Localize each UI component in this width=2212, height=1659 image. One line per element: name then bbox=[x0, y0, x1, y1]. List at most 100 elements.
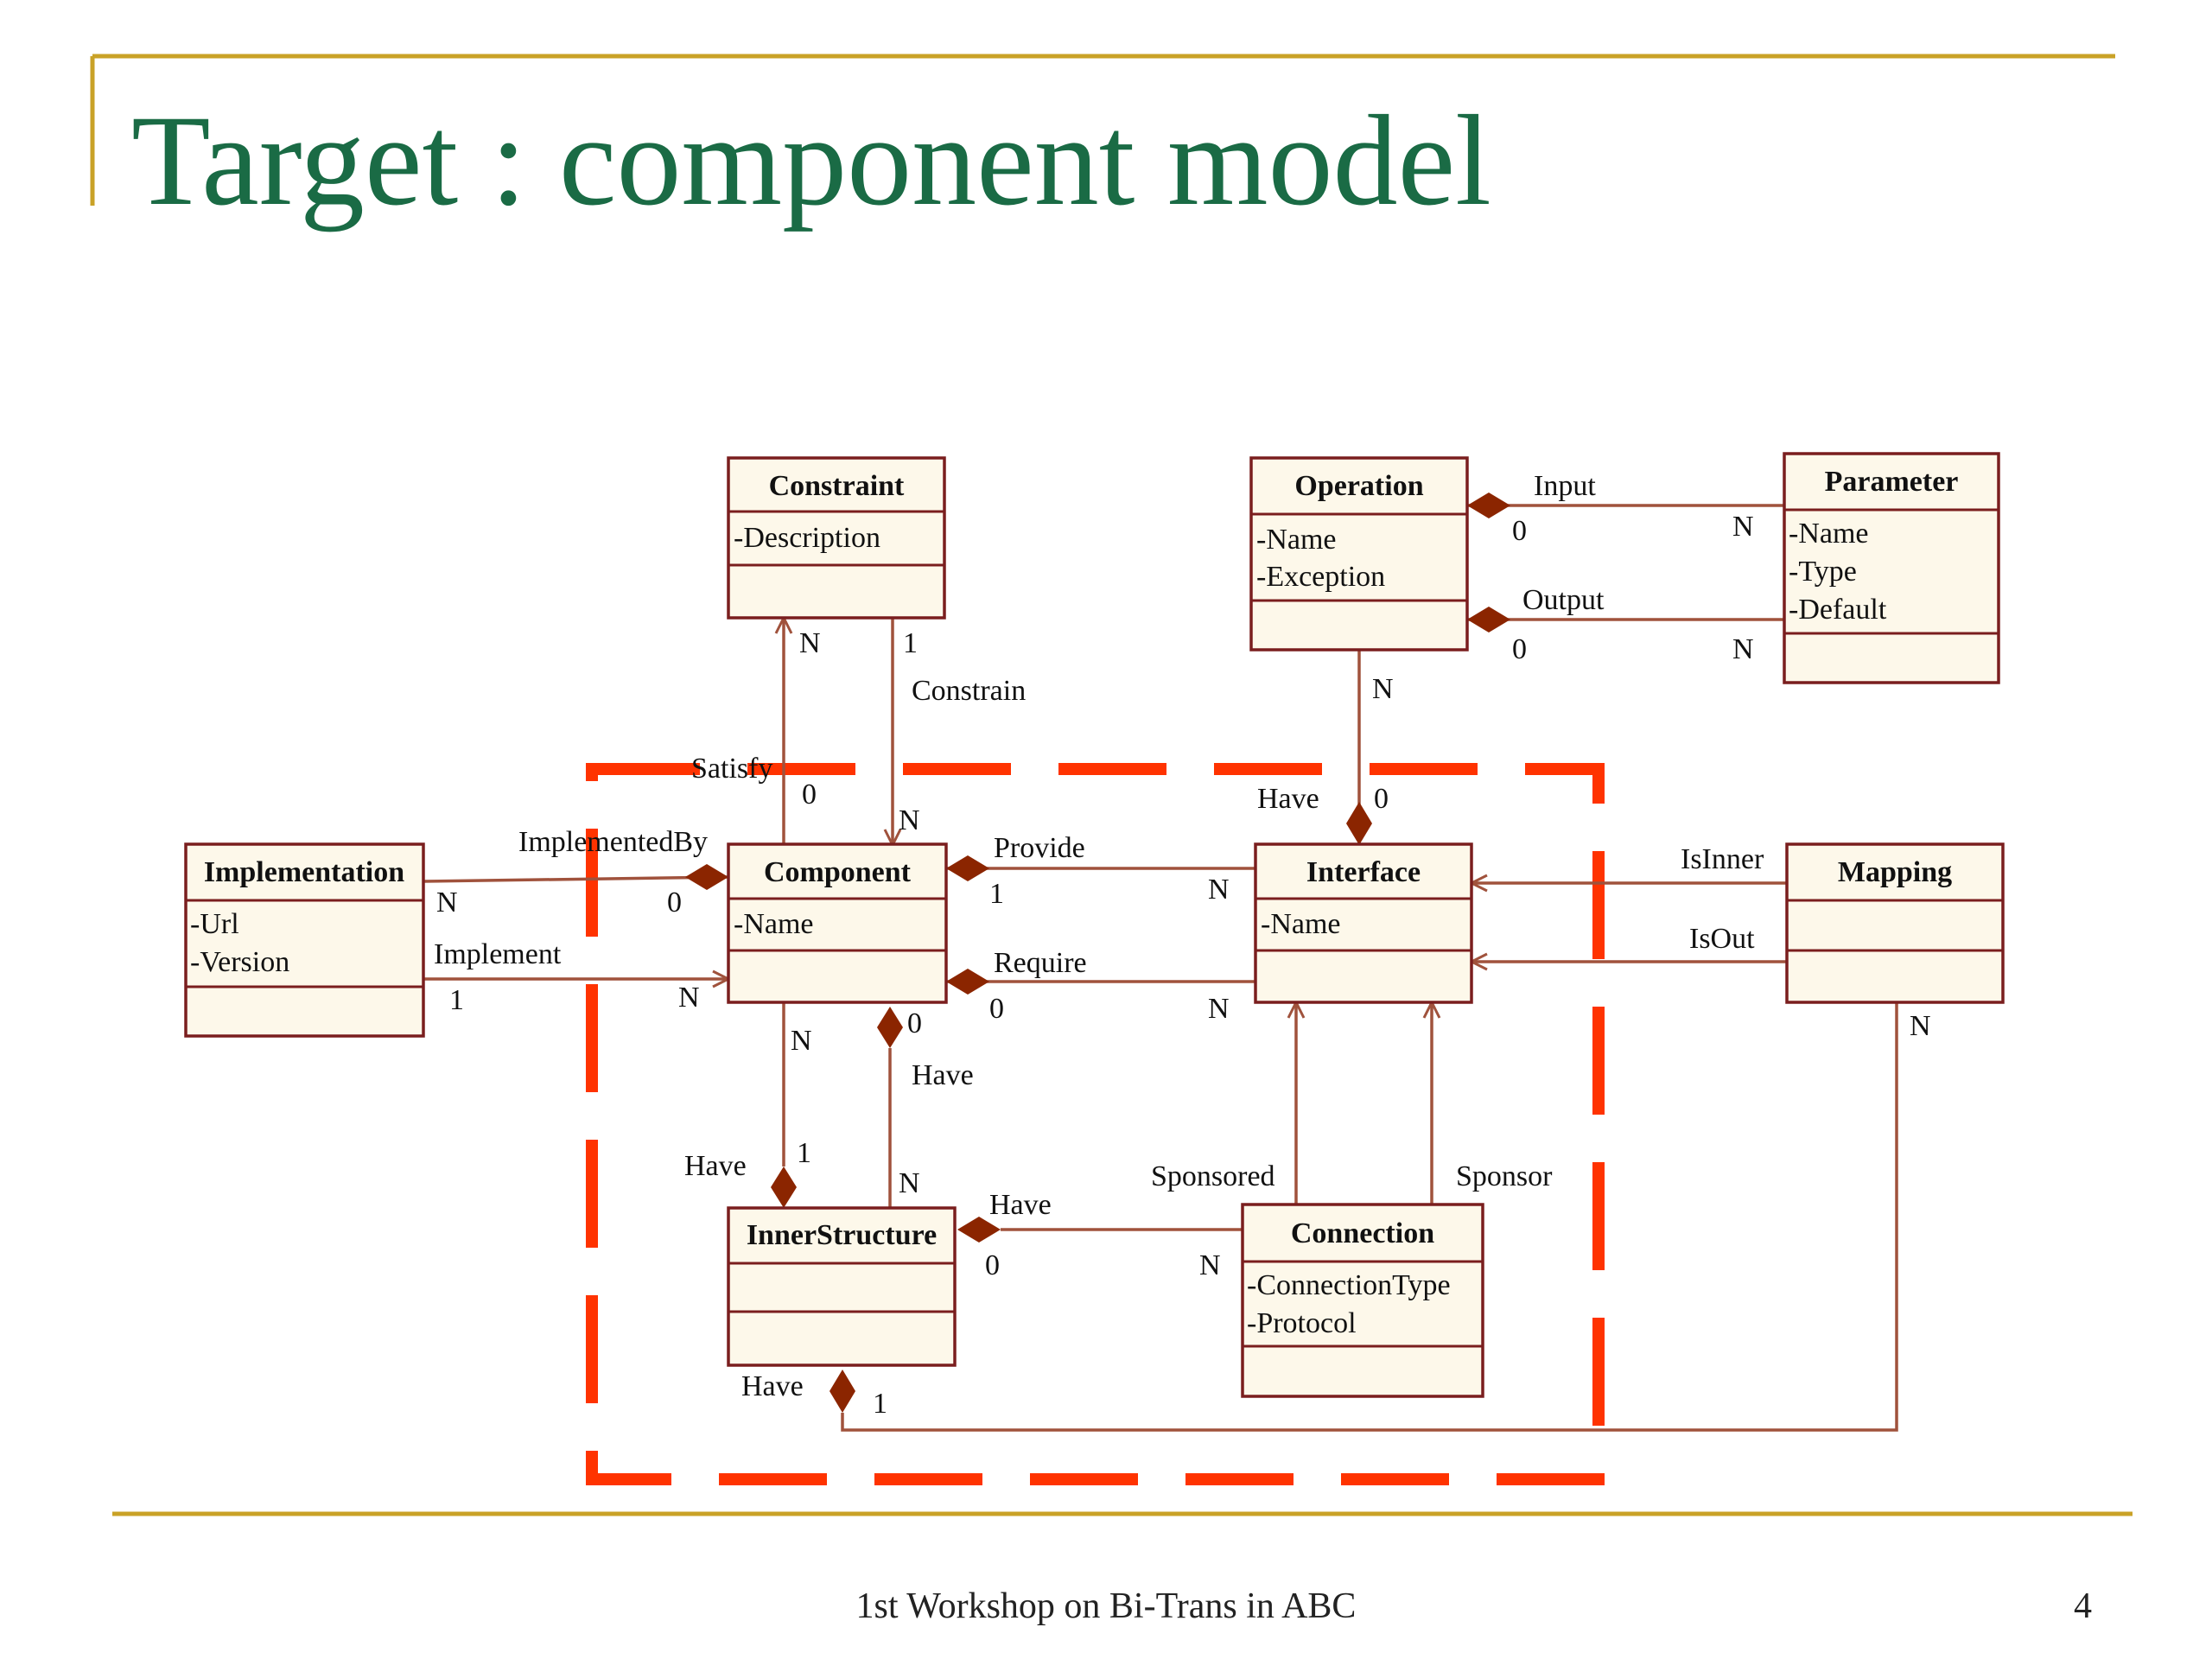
class-operation: Operation -Name -Exception bbox=[1249, 456, 1469, 652]
input-diamond-icon bbox=[1467, 493, 1510, 518]
class-box bbox=[1241, 1203, 1484, 1398]
class-attr: -Type bbox=[1789, 556, 1857, 588]
class-box bbox=[1783, 452, 2000, 684]
multiplicity: 0 bbox=[989, 993, 1004, 1025]
class-innerstructure: InnerStructure bbox=[727, 1206, 957, 1367]
multiplicity: N bbox=[678, 982, 700, 1014]
innerstructure-component-have-label: Have bbox=[684, 1150, 747, 1182]
class-box bbox=[727, 456, 946, 620]
class-attr: -Name bbox=[1789, 518, 1869, 550]
class-name: Operation bbox=[1294, 470, 1423, 502]
innerstructure-connection-have-diamond-icon bbox=[957, 1217, 1001, 1243]
class-attr: -Name bbox=[1256, 524, 1337, 556]
mapping-innerstructure-have-label: Have bbox=[741, 1370, 804, 1402]
class-interface: Interface -Name bbox=[1254, 842, 1473, 1004]
class-name: Component bbox=[764, 856, 912, 888]
class-box bbox=[727, 842, 948, 1004]
class-parameter: Parameter -Name -Type -Default bbox=[1783, 452, 2000, 684]
multiplicity: 1 bbox=[903, 627, 918, 659]
multiplicity: N bbox=[1732, 633, 1754, 665]
multiplicity: N bbox=[791, 1025, 812, 1057]
class-name: Parameter bbox=[1825, 466, 1959, 498]
multiplicity: 1 bbox=[989, 878, 1004, 910]
class-constraint: Constraint -Description bbox=[727, 456, 946, 620]
multiplicity: 1 bbox=[873, 1388, 887, 1420]
multiplicity: 0 bbox=[667, 887, 682, 918]
multiplicity: 0 bbox=[802, 779, 817, 810]
class-box bbox=[1249, 456, 1469, 652]
multiplicity: 1 bbox=[797, 1137, 811, 1169]
class-attr: -Version bbox=[190, 946, 289, 978]
multiplicity: N bbox=[1910, 1010, 1931, 1042]
class-attr: -Protocol bbox=[1247, 1307, 1357, 1339]
class-attr: -Url bbox=[190, 908, 239, 940]
class-box bbox=[1785, 842, 2005, 1004]
isinner-label: IsInner bbox=[1681, 843, 1764, 875]
multiplicity: N bbox=[1208, 874, 1230, 906]
require-label: Require bbox=[994, 947, 1087, 979]
multiplicity: 0 bbox=[985, 1249, 1000, 1281]
slide-title: Target : component model bbox=[131, 89, 1491, 232]
class-name: InnerStructure bbox=[747, 1219, 937, 1251]
multiplicity: 1 bbox=[449, 984, 464, 1016]
sponsored-label: Sponsored bbox=[1151, 1160, 1275, 1192]
require-diamond-icon bbox=[946, 969, 989, 995]
class-box bbox=[1254, 842, 1473, 1004]
implementedby-line bbox=[423, 875, 729, 883]
class-attr: -Exception bbox=[1256, 561, 1385, 593]
mapping-innerstructure-have-line bbox=[841, 1002, 1898, 1432]
innerstructure-component-have-diamond-icon bbox=[877, 1007, 903, 1048]
component-innerstructure-have-diamond-icon bbox=[771, 1166, 797, 1208]
multiplicity-labels: 0 N 0 N N 1 0 N N 0 N 0 1 N 1 N 0 N N N … bbox=[436, 511, 1931, 1420]
class-connection: Connection -ConnectionType -Protocol bbox=[1241, 1203, 1484, 1398]
multiplicity: 0 bbox=[1512, 515, 1527, 547]
input-label: Input bbox=[1534, 470, 1596, 502]
output-diamond-icon bbox=[1467, 607, 1510, 632]
target-region-dashed-border bbox=[586, 763, 1605, 1485]
class-attr: -ConnectionType bbox=[1247, 1269, 1451, 1301]
implementedby-diamond-icon bbox=[685, 864, 728, 890]
provide-label: Provide bbox=[994, 832, 1085, 864]
isout-label: IsOut bbox=[1689, 923, 1755, 955]
operation-have-label: Have bbox=[1257, 783, 1319, 815]
innerstructure-connection-have-label: Have bbox=[989, 1189, 1052, 1221]
output-label: Output bbox=[1522, 584, 1605, 616]
multiplicity: N bbox=[799, 627, 821, 659]
multiplicity: N bbox=[1199, 1249, 1221, 1281]
component-innerstructure-have-label: Have bbox=[912, 1059, 974, 1091]
implementedby-label: ImplementedBy bbox=[518, 826, 708, 858]
slide-decor bbox=[90, 54, 2133, 1516]
multiplicity: 0 bbox=[907, 1007, 922, 1039]
sponsor-label: Sponsor bbox=[1456, 1160, 1553, 1192]
aggregation-diamonds bbox=[685, 493, 1510, 1413]
satisfy-label: Satisfy bbox=[691, 753, 772, 785]
class-name: Interface bbox=[1306, 856, 1421, 888]
relation-labels: Input Output Constrain Satisfy Have Impl… bbox=[434, 470, 1764, 1402]
multiplicity: N bbox=[1208, 993, 1230, 1025]
class-box bbox=[184, 842, 425, 1038]
class-name: Mapping bbox=[1838, 856, 1952, 888]
class-attr: -Name bbox=[1261, 908, 1341, 940]
implement-label: Implement bbox=[434, 938, 562, 970]
class-mapping: Mapping bbox=[1785, 842, 2005, 1004]
mapping-innerstructure-have-diamond-icon bbox=[830, 1370, 855, 1413]
multiplicity: 0 bbox=[1374, 783, 1389, 815]
provide-diamond-icon bbox=[946, 855, 989, 881]
class-component: Component -Name bbox=[727, 842, 948, 1004]
class-name: Constraint bbox=[769, 470, 905, 502]
class-attr: -Name bbox=[734, 908, 814, 940]
operation-have-diamond-icon bbox=[1346, 802, 1372, 845]
slide-footer: 1st Workshop on Bi-Trans in ABC bbox=[855, 1586, 1357, 1626]
multiplicity: 0 bbox=[1512, 633, 1527, 665]
multiplicity: N bbox=[1732, 511, 1754, 543]
class-attr: -Description bbox=[734, 522, 880, 554]
multiplicity: N bbox=[1372, 673, 1394, 705]
multiplicity: N bbox=[899, 1167, 920, 1199]
class-attr: -Default bbox=[1789, 594, 1887, 626]
class-name: Connection bbox=[1291, 1217, 1434, 1249]
class-name: Implementation bbox=[204, 856, 404, 888]
multiplicity: N bbox=[436, 887, 458, 918]
multiplicity: N bbox=[899, 804, 920, 836]
